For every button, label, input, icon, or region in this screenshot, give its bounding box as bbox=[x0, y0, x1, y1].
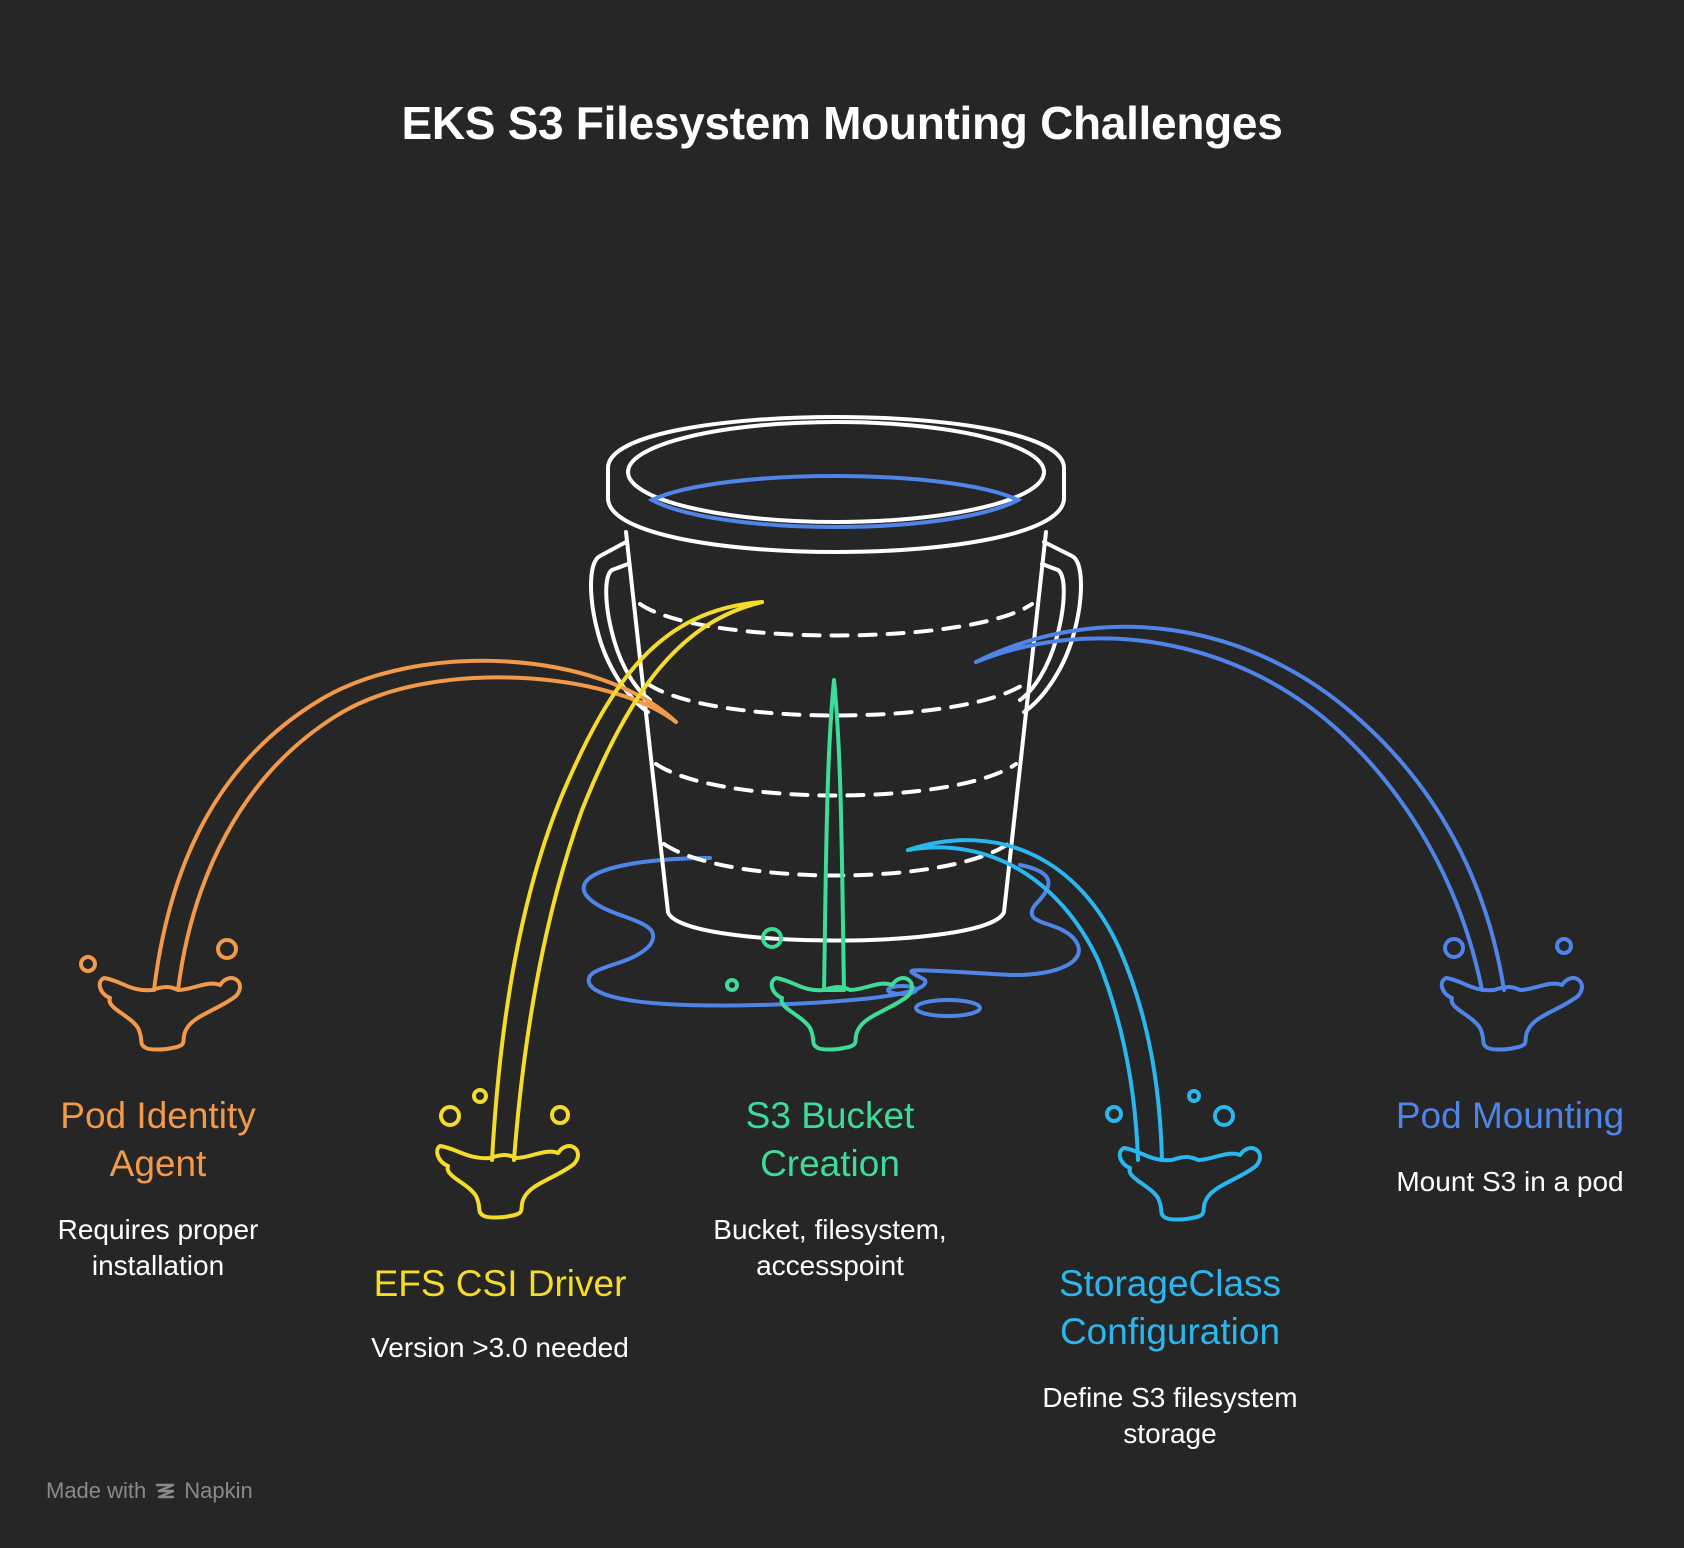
made-with-text: Made with bbox=[46, 1478, 147, 1503]
bucket-band bbox=[662, 842, 1010, 878]
bucket bbox=[589, 415, 1083, 943]
made-with-napkin-footer: Made with Napkin bbox=[46, 1478, 253, 1504]
water-surface bbox=[647, 474, 1023, 529]
desc-s3-bucket-creation: Bucket, filesystem, accesspoint bbox=[713, 1214, 947, 1281]
stream-s3-bucket-creation bbox=[725, 678, 914, 1052]
label-storageclass-configuration: StorageClass Configuration bbox=[1058, 1263, 1282, 1352]
stream-pod-mounting bbox=[974, 624, 1584, 1052]
water-puddle bbox=[581, 856, 1081, 1018]
bucket-handle-left bbox=[589, 540, 650, 714]
bucket-band bbox=[646, 682, 1026, 718]
bucket-band bbox=[638, 602, 1034, 638]
page-title: EKS S3 Filesystem Mounting Challenges bbox=[401, 97, 1283, 149]
desc-pod-mounting: Mount S3 in a pod bbox=[1396, 1166, 1624, 1197]
label-pod-mounting: Pod Mounting bbox=[1395, 1095, 1625, 1136]
splash bbox=[1117, 1146, 1262, 1222]
desc-efs-csi-driver: Version >3.0 needed bbox=[371, 1332, 629, 1363]
label-efs-csi-driver: EFS CSI Driver bbox=[373, 1263, 627, 1304]
napkin-brand: Napkin bbox=[184, 1478, 253, 1503]
label-pod-identity-agent: Pod Identity Agent bbox=[60, 1095, 256, 1184]
splash bbox=[1439, 976, 1584, 1052]
stream-storageclass-configuration bbox=[906, 838, 1262, 1222]
desc-pod-identity-agent: Requires proper installation bbox=[57, 1214, 259, 1281]
label-s3-bucket-creation: S3 Bucket Creation bbox=[745, 1095, 915, 1184]
desc-storageclass-configuration: Define S3 filesystem storage bbox=[1042, 1382, 1298, 1449]
splash bbox=[97, 976, 242, 1052]
bucket-band bbox=[654, 762, 1018, 798]
napkin-logo-icon bbox=[154, 1480, 176, 1502]
stream-pod-identity-agent bbox=[79, 658, 678, 1052]
splash bbox=[769, 976, 914, 1052]
splash bbox=[435, 1144, 580, 1220]
stream-efs-csi-driver bbox=[435, 600, 764, 1220]
